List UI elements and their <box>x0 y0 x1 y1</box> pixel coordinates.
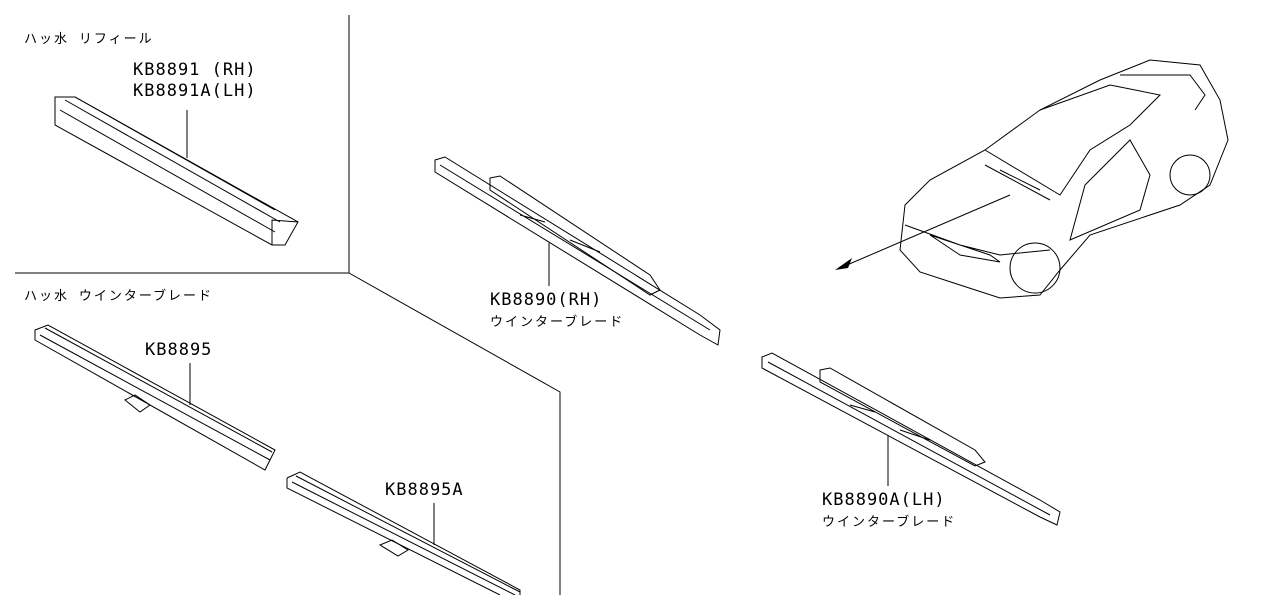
section-title-refill: ハッ水 リフィール <box>24 32 154 47</box>
panel-dividers <box>15 15 561 595</box>
blade-kb8890a-lh-illustration <box>761 352 1061 526</box>
part-number-kb8891-rh[interactable]: KB8891 (RH) <box>133 60 257 80</box>
part-number-kb8895[interactable]: KB8895 <box>145 340 213 360</box>
part-description-kb8890: ウインターブレード <box>490 315 625 330</box>
blade-kb8895-illustration <box>34 324 276 471</box>
part-number-kb8895a[interactable]: KB8895A <box>385 480 464 500</box>
section-title-winter-blade: ハッ水 ウインターブレード <box>24 289 214 304</box>
part-number-kb8891a-lh[interactable]: KB8891A(LH) <box>133 81 257 101</box>
part-description-kb8890a: ウインターブレード <box>822 515 957 530</box>
blade-kb8895a-illustration <box>286 471 521 595</box>
blade-kb8890-rh-illustration <box>434 156 721 346</box>
car-illustration <box>835 59 1229 299</box>
refill-strip-illustration <box>54 96 299 246</box>
part-number-kb8890a-lh[interactable]: KB8890A(LH) <box>822 490 946 510</box>
part-number-kb8890-rh[interactable]: KB8890(RH) <box>490 290 603 310</box>
